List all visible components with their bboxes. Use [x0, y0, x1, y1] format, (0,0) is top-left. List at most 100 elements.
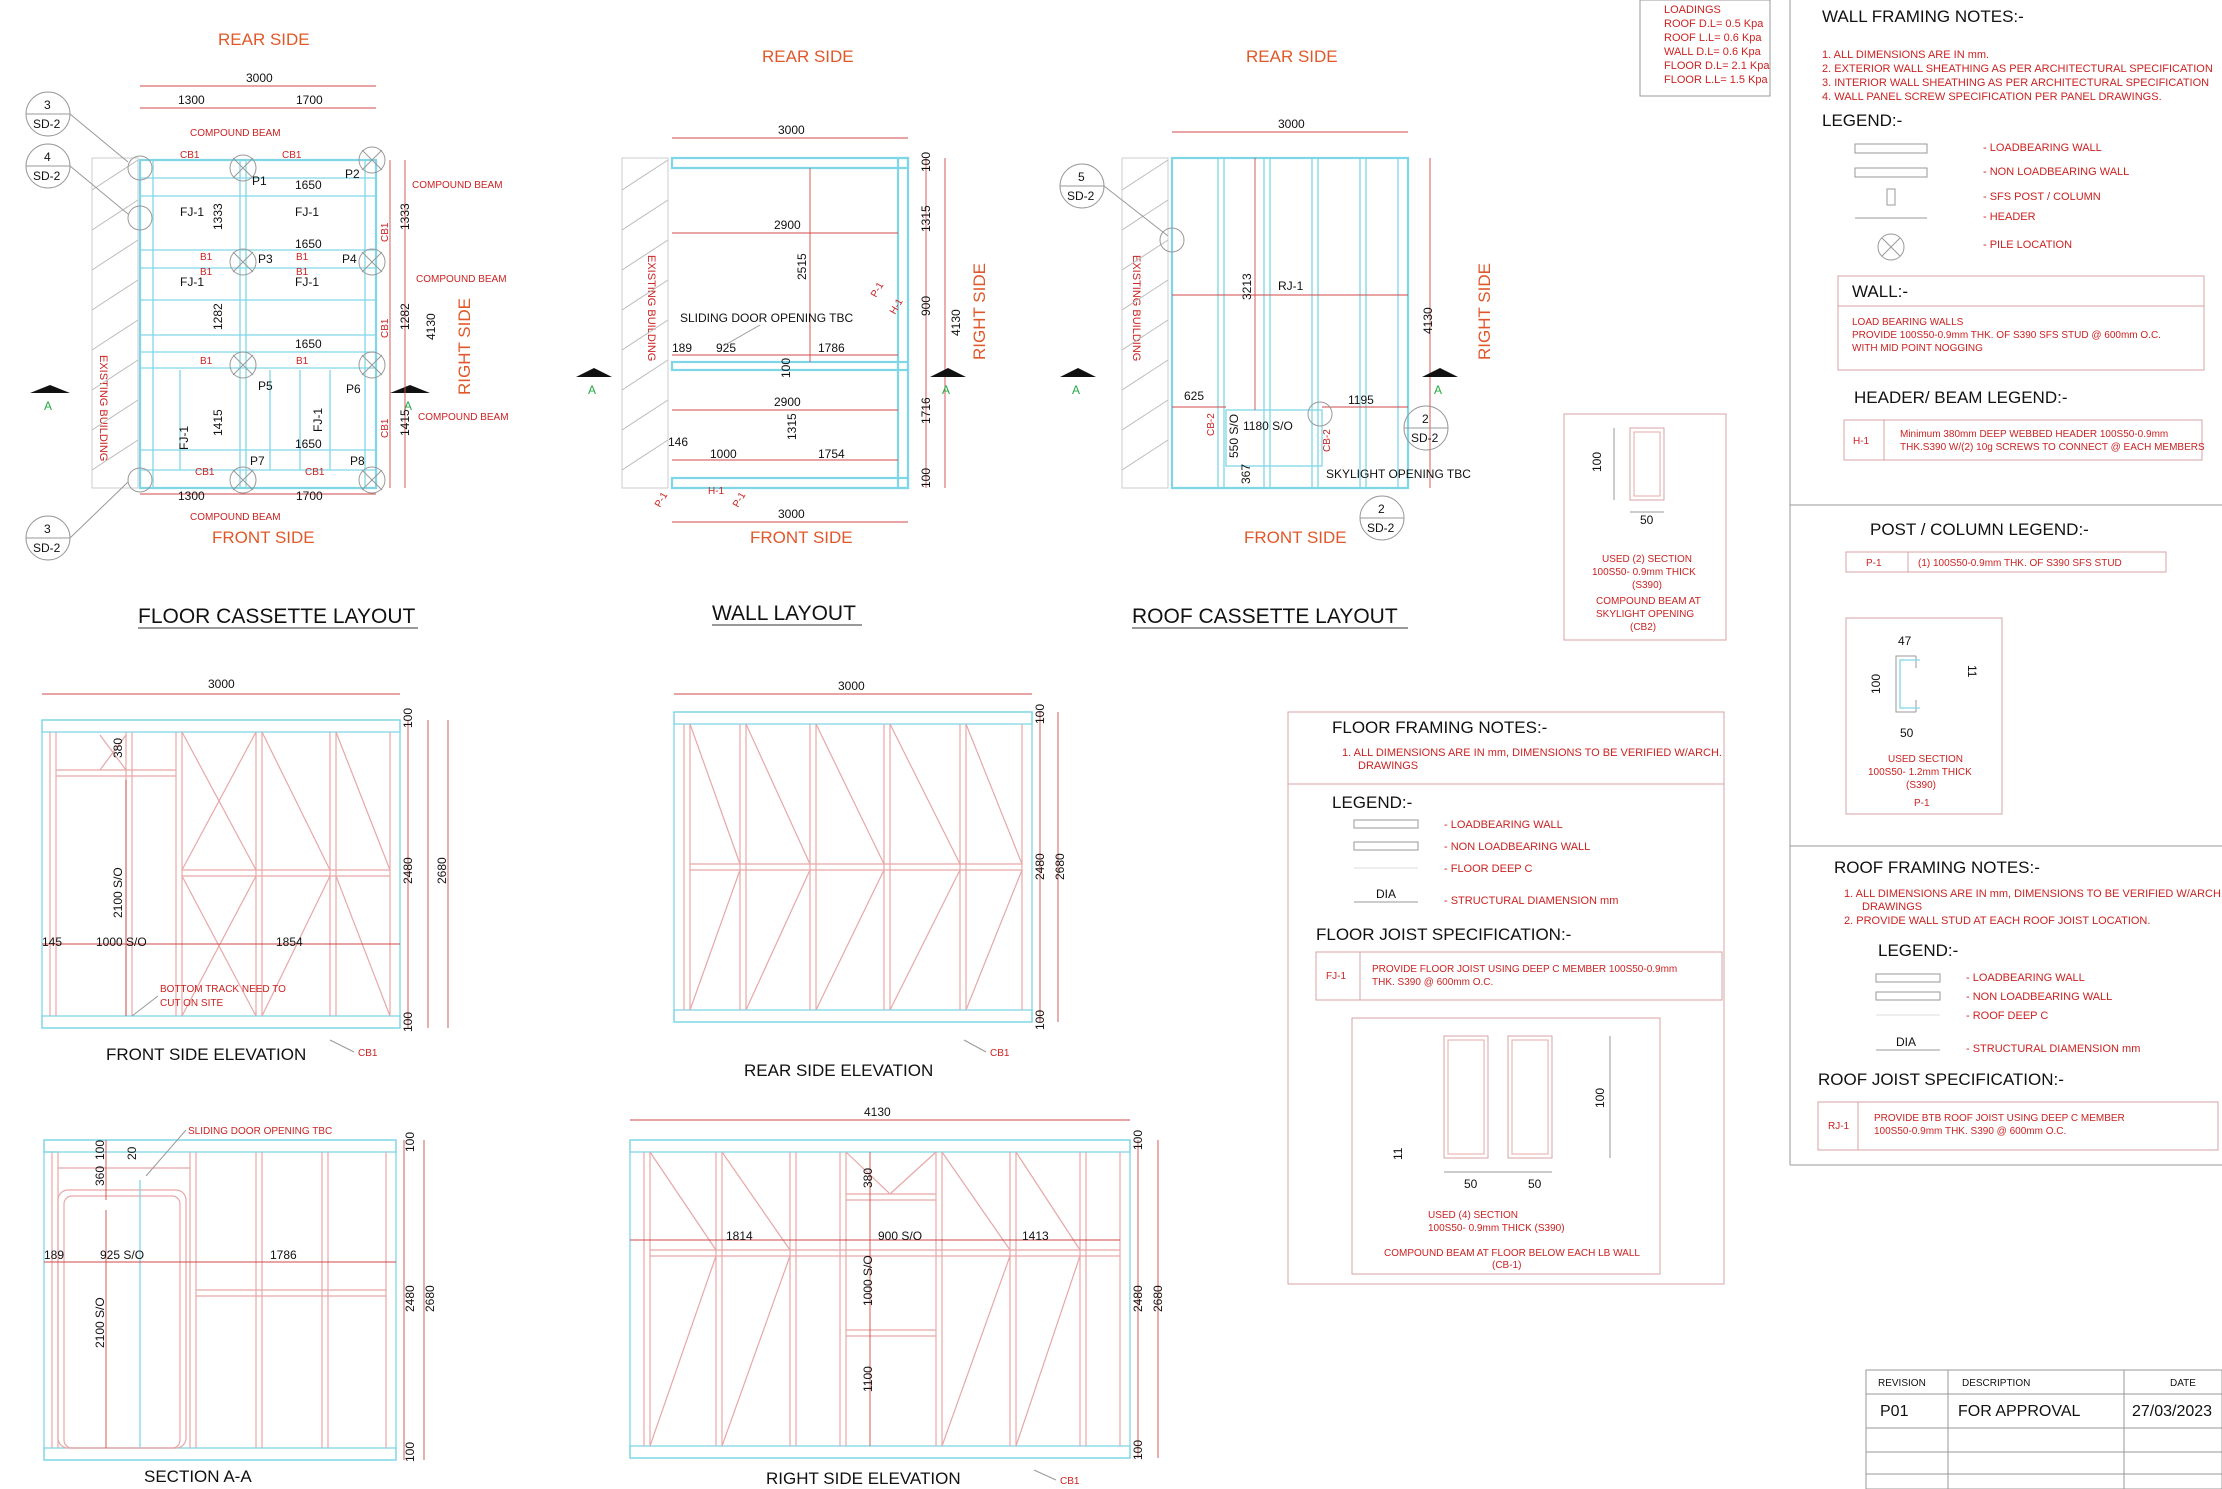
wl-p1-b: P-1 — [731, 490, 749, 509]
fc-dim-e: 1300 — [178, 489, 205, 503]
fc-dim-a: 1650 — [295, 178, 322, 192]
wl-dim-1000: 1000 — [710, 447, 737, 461]
wl-hatch-lines — [621, 159, 669, 471]
rc-section-mark-left: A — [1072, 383, 1080, 397]
fc-cb-label-3: COMPOUND BEAM — [416, 274, 507, 285]
fc-b1-c: B1 — [200, 356, 213, 367]
rc-dim-3213: 3213 — [1240, 273, 1254, 300]
fe-note-1: BOTTOM TRACK NEED TO — [160, 984, 286, 995]
fc-front-label: FRONT SIDE — [212, 528, 315, 547]
rfn-joist-title: ROOF JOIST SPECIFICATION:- — [1818, 1070, 2064, 1089]
sa-dim-v2680: 2680 — [423, 1285, 437, 1312]
re-dim-v100b: 100 — [1033, 1010, 1047, 1030]
loading-5: FLOOR L.L= 1.5 Kpa — [1664, 74, 1769, 86]
wfn-note-1: 1. ALL DIMENSIONS ARE IN mm. — [1822, 49, 1989, 61]
rse-dim-1000so: 1000 S/O — [861, 1255, 875, 1306]
fe-dim-v100a: 100 — [401, 708, 415, 728]
loading-4: FLOOR D.L= 2.1 Kpa — [1664, 60, 1770, 72]
fe-dim-380: 380 — [111, 738, 125, 758]
rev-header-date: DATE — [2170, 1378, 2196, 1389]
wl-door-leader — [724, 324, 761, 346]
rfn-legend-2: - NON LOADBEARING WALL — [1966, 991, 2112, 1003]
re-dim-v2680: 2680 — [1053, 853, 1067, 880]
fc-joists — [140, 160, 376, 488]
rfn-legend-4: - STRUCTURAL DIAMENSION mm — [1966, 1043, 2140, 1055]
fc-title: FLOOR CASSETTE LAYOUT — [138, 605, 415, 628]
rc-joists — [1217, 158, 1399, 488]
fc-b1-a: B1 — [200, 252, 213, 263]
cb2-dim-50: 50 — [1640, 513, 1654, 527]
rc-dim-1195: 1195 — [1348, 393, 1374, 407]
wfn-legend-post-swatch — [1886, 188, 1896, 206]
re-dim-3000: 3000 — [838, 679, 865, 693]
wfn-note-3: 3. INTERIOR WALL SHEATHING AS PER ARCHIT… — [1822, 77, 2209, 89]
fc-hatch-lines — [91, 159, 139, 471]
re-dim-v2480: 2480 — [1033, 853, 1047, 880]
sa-dim-925so: 925 S/O — [100, 1248, 144, 1262]
rfn-joist-line-1: PROVIDE BTB ROOF JOIST USING DEEP C MEMB… — [1874, 1113, 2125, 1124]
fc-callout-2-ref: SD-2 — [33, 169, 61, 183]
fc-rear-label: REAR SIDE — [218, 30, 310, 49]
rse-dim-v2680: 2680 — [1151, 1285, 1165, 1312]
floor-framing-notes: FLOOR FRAMING NOTES:- 1. ALL DIMENSIONS … — [1287, 711, 1725, 1285]
wfn-post-code: P-1 — [1866, 558, 1882, 569]
rc-rear-label: REAR SIDE — [1246, 47, 1338, 66]
wfn-post-sec-4: P-1 — [1914, 798, 1930, 809]
wl-rear-label: REAR SIDE — [762, 47, 854, 66]
rc-front-label: FRONT SIDE — [1244, 528, 1347, 547]
fc-b1-f: B1 — [296, 267, 309, 278]
wfn-post-detail-box — [1845, 617, 2003, 815]
wl-p1-c: P-1 — [869, 280, 887, 299]
fc-dim-c: 1650 — [295, 337, 322, 351]
ffn-title: FLOOR FRAMING NOTES:- — [1332, 718, 1547, 737]
fc-b1-b: B1 — [296, 252, 309, 263]
rfn-note-1b: DRAWINGS — [1862, 901, 1922, 913]
ffn-cb1-line-4: (CB-1) — [1492, 1260, 1521, 1271]
rfn-legend-title: LEGEND:- — [1878, 941, 1958, 960]
fc-right-label: RIGHT SIDE — [455, 298, 474, 395]
wl-door-label: SLIDING DOOR OPENING TBC — [680, 311, 853, 325]
fc-callout-1-ref: SD-2 — [33, 117, 61, 131]
sa-dim-360: 360 — [93, 1166, 107, 1186]
wfn-wall-box — [1837, 275, 2205, 371]
wfn-wall-line-3: WITH MID POINT NOGGING — [1852, 343, 1983, 354]
rc-cb2-b: CB-2 — [1322, 429, 1333, 452]
wfn-post-sec-1: USED SECTION — [1888, 754, 1963, 765]
fc-existing-label: EXISTING BUILDING — [97, 355, 109, 461]
right-side-elevation: 4130 380 1814 900 S/O 1413 1000 S/O 1100… — [629, 1105, 1165, 1488]
rev-row-1-date: 27/03/2023 — [2132, 1403, 2212, 1420]
wl-front-label: FRONT SIDE — [750, 528, 853, 547]
fc-dim-lines — [140, 85, 406, 495]
rse-dim-v100a: 100 — [1131, 1130, 1145, 1150]
fc-cb-label-5: COMPOUND BEAM — [190, 512, 281, 523]
ffn-cb1-line-1: USED (4) SECTION — [1428, 1210, 1518, 1221]
fc-cb1-f: CB1 — [195, 467, 215, 478]
loadings-box: LOADINGS ROOF D.L= 0.5 Kpa ROOF L.L= 0.6… — [1639, 0, 1771, 97]
wfn-note-4: 4. WALL PANEL SCREW SPECIFICATION PER PA… — [1822, 91, 2162, 103]
ffn-legend-1: - LOADBEARING WALL — [1444, 819, 1563, 831]
rc-section-mark-right: A — [1434, 383, 1442, 397]
fc-dim-g: 1333 — [211, 203, 225, 230]
sa-dim-189: 189 — [44, 1248, 64, 1262]
wfn-header-line-1: Minimum 380mm DEEP WEBBED HEADER 100S50-… — [1900, 429, 2168, 440]
wl-dim-2900b: 2900 — [774, 395, 801, 409]
wl-dim-146: 146 — [668, 435, 688, 449]
wl-dim-overall-b: 3000 — [778, 507, 805, 521]
sa-dim-v100b: 100 — [403, 1442, 417, 1462]
cb2-line-3: (S390) — [1632, 580, 1662, 591]
rc-section-arrow-left — [1060, 368, 1096, 377]
wl-section-arrow-left — [576, 368, 612, 377]
fc-dim-l: 1415 — [398, 409, 412, 436]
rc-hatch-lines — [1121, 159, 1169, 471]
rc-callout-3-num: 2 — [1378, 502, 1385, 516]
fc-p1: P1 — [252, 174, 267, 188]
wfn-post-sec-2: 100S50- 1.2mm THICK — [1868, 767, 1972, 778]
wfn-wall-line-2: PROVIDE 100S50-0.9mm THK. OF S390 SFS ST… — [1852, 330, 2161, 341]
sa-dim-100: 100 — [93, 1140, 107, 1160]
wl-dim-overall: 3000 — [778, 123, 805, 137]
fc-outer-frame — [138, 158, 378, 490]
fe-note-2: CUT ON SITE — [160, 998, 223, 1009]
fc-fj-6: FJ-1 — [311, 408, 325, 432]
rfn-joist-line-2: 100S50-0.9mm THK. S390 @ 600mm O.C. — [1874, 1126, 2066, 1137]
rc-outer-frame — [1170, 156, 1410, 490]
